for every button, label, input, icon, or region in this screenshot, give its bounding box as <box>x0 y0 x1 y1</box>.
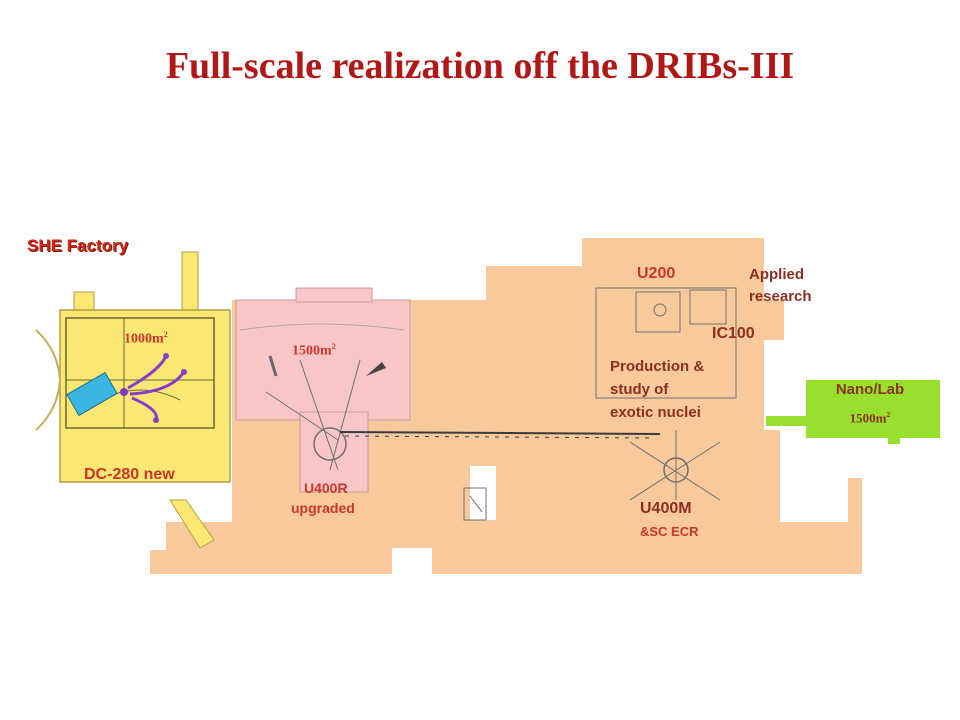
she-factory-building <box>35 251 231 549</box>
small-hall <box>463 487 487 521</box>
research-line: research <box>749 288 812 305</box>
u400m-label: U400M <box>640 500 692 517</box>
she-factory-label: SHE Factory <box>27 236 129 255</box>
nanolab-label: Nano/Lab <box>835 381 905 398</box>
applied-line: Applied <box>749 266 804 283</box>
production-label: Production & study of exotic nuclei <box>610 355 704 424</box>
nanolab-area-label: 1500m2 <box>808 410 932 426</box>
u400r-area-value: 1500m <box>292 343 332 359</box>
building-cutouts <box>150 466 496 578</box>
nanolab-area-value: 1500m <box>849 410 887 426</box>
sc-ecr-label: &SC ECR <box>640 524 699 539</box>
nanolab-building <box>766 380 940 444</box>
production-line-1: Production & <box>610 358 705 375</box>
ic100-label: IC100 <box>712 325 755 342</box>
beam-line <box>339 431 661 439</box>
dc280-label: DC-280 new <box>84 466 175 483</box>
u400m-hall <box>595 287 737 501</box>
u400r-upgraded-label: upgraded <box>291 500 355 516</box>
page-title: Full-scale realization off the DRIBs-III <box>165 45 795 87</box>
nanolab-area-unit: 2 <box>886 410 891 419</box>
production-line-2: study of <box>610 381 669 398</box>
u200-label: U200 <box>637 265 676 282</box>
u400r-area-unit: 2 <box>331 342 336 351</box>
she-area-unit: 2 <box>163 330 168 339</box>
applied-research-label: Applied research <box>749 264 812 308</box>
u400r-label: U400R <box>304 480 348 496</box>
u400r-area-label: 1500m2 <box>292 342 336 360</box>
she-area-value: 1000m <box>124 331 164 347</box>
u400r-hall <box>235 287 411 493</box>
production-line-3: exotic nuclei <box>610 404 701 421</box>
she-area-label: 1000m2 <box>124 330 168 348</box>
